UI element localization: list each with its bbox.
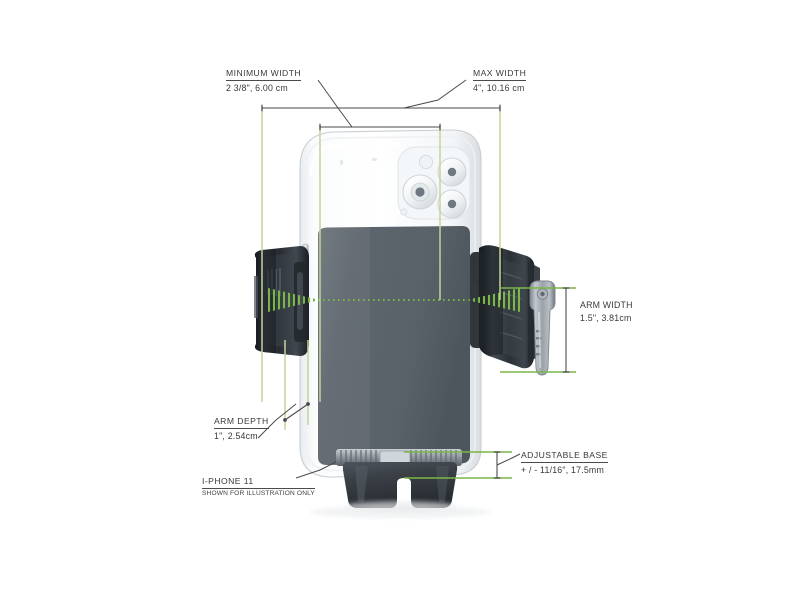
arm-depth-dimension-line [283, 402, 310, 422]
phone-note-leader [295, 461, 337, 479]
arm-width-dimension [500, 287, 576, 373]
arm-width-title: ARM WIDTH [580, 300, 633, 310]
callout-minimum-width: MINIMUM WIDTH 2 3/8", 6.00 cm [226, 68, 302, 94]
phone-note-subnote: SHOWN FOR ILLUSTRATION ONLY [202, 490, 315, 497]
extension-lines-vertical [261, 106, 501, 430]
minimum-width-leader [317, 79, 353, 128]
adjustable-base-dimension [404, 451, 521, 479]
arm-width-value: 1.5", 3.81cm [580, 312, 632, 323]
max-width-title: MAX WIDTH [473, 68, 527, 81]
case-top-marks [340, 158, 377, 165]
adjustable-base-value: + / - 11/16", 17.5mm [521, 464, 604, 475]
callout-max-width: MAX WIDTH 4", 10.16 cm [473, 68, 527, 94]
phone-note-title: I-PHONE 11 [202, 476, 315, 489]
minimum-width-title: MINIMUM WIDTH [226, 68, 302, 81]
callout-arm-depth: ARM DEPTH 1", 2.54cm [214, 416, 269, 442]
max-width-value: 4", 10.16 cm [473, 82, 525, 93]
max-width-leader [403, 79, 467, 109]
arm-depth-value: 1", 2.54cm [214, 430, 258, 441]
callout-adjustable-base: ADJUSTABLE BASE + / - 11/16", 17.5mm [521, 450, 608, 476]
phone-body [318, 226, 470, 465]
camera-flash [418, 154, 434, 170]
callout-phone-note: I-PHONE 11 SHOWN FOR ILLUSTRATION ONLY [202, 476, 315, 498]
key-scale-reference [529, 280, 556, 376]
arm-depth-title: ARM DEPTH [214, 416, 269, 429]
callout-arm-width: ARM WIDTH 1.5", 3.81cm [580, 300, 633, 324]
arrow-hatch-right [467, 288, 520, 312]
adjustable-base-title: ADJUSTABLE BASE [521, 450, 608, 463]
minimum-width-value: 2 3/8", 6.00 cm [226, 82, 288, 93]
camera-module [397, 146, 471, 220]
ground-shadow [310, 506, 490, 518]
camera-mic [400, 208, 408, 216]
